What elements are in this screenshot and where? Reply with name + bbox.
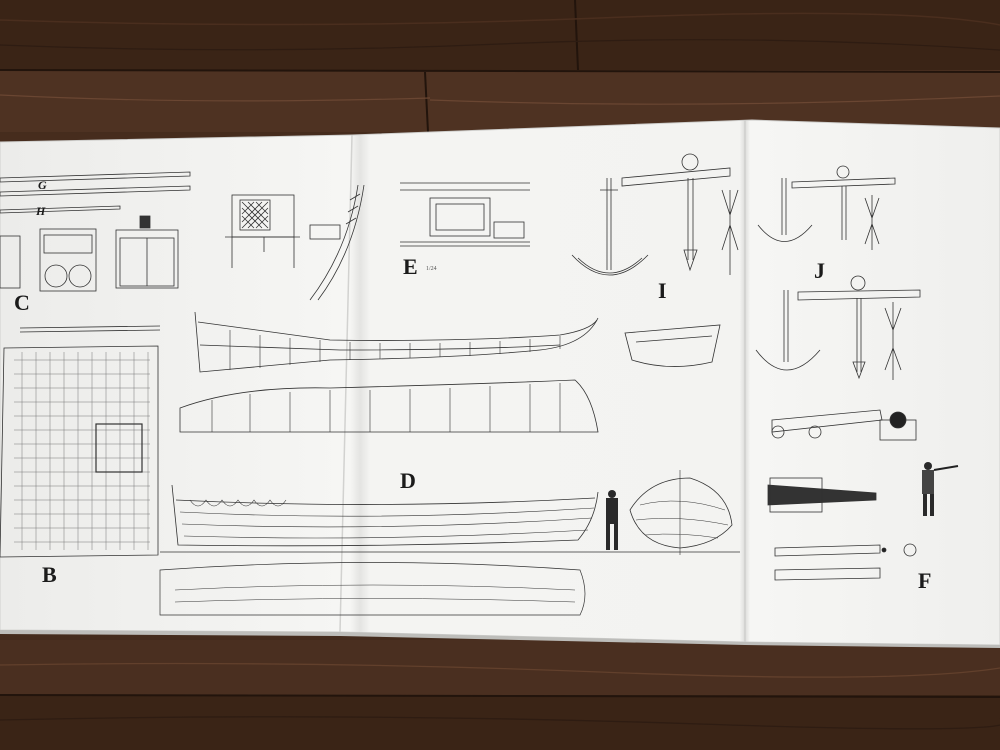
label-e: E — [403, 254, 418, 279]
drawing-grating-detail — [225, 184, 365, 301]
label-g: G — [38, 178, 47, 192]
label-j: J — [814, 258, 825, 283]
label-d: D — [400, 468, 416, 493]
drawing-c-hatches — [0, 215, 179, 292]
drawing-f-cannons — [767, 409, 917, 581]
label-f: F — [918, 568, 932, 593]
drawing-i-anchors — [571, 153, 739, 276]
drawing-d-boat-lines — [159, 470, 740, 616]
label-i: I — [658, 278, 667, 303]
drawing-d-boat-profile — [179, 311, 721, 433]
label-b: B — [42, 562, 57, 587]
label-c: C — [14, 290, 30, 315]
label-e-scale: 1/24 — [426, 266, 437, 272]
drawing-e-detail — [400, 182, 530, 247]
drawing-strips-g-h — [0, 171, 191, 214]
figure-sailor-scale — [606, 462, 959, 550]
label-h: H — [36, 204, 46, 218]
drawing-b-grating — [0, 325, 161, 558]
drawing-j-anchors — [755, 165, 921, 380]
